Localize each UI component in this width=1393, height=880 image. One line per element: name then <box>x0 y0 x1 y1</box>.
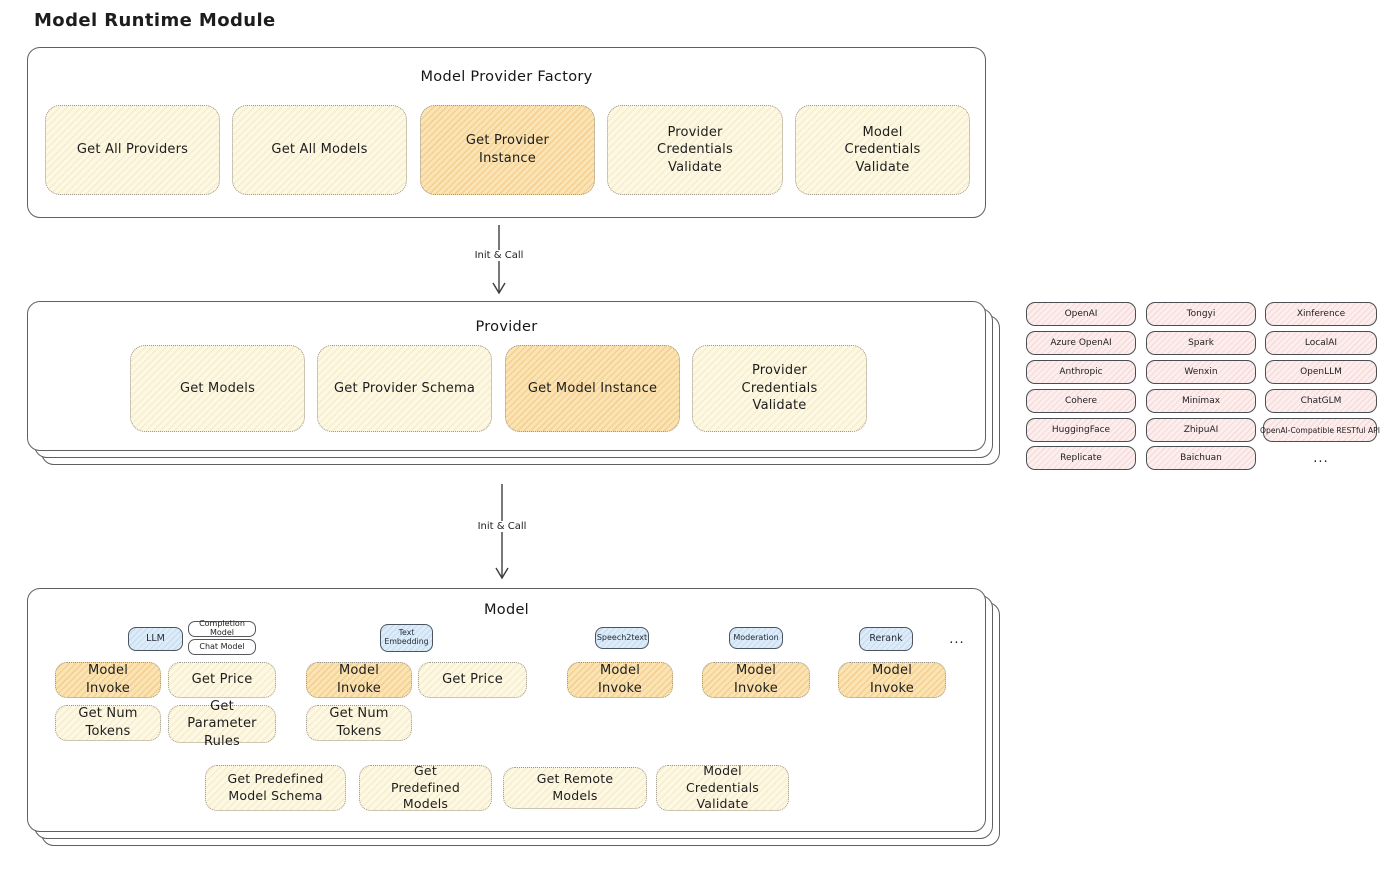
provider-chip-localai: LocalAI <box>1265 331 1377 355</box>
provider-chip-chatglm: ChatGLM <box>1265 389 1377 413</box>
provider-chip-openllm: OpenLLM <box>1265 360 1377 384</box>
provider-chip-openai: OpenAI <box>1026 302 1136 326</box>
arrow-down-icon <box>495 484 509 580</box>
model-invoke-box-speech2text: Model Invoke <box>567 662 673 698</box>
tags-ellipsis: ... <box>949 631 965 647</box>
get-parameter-rules-box: Get Parameter Rules <box>168 699 276 749</box>
provider-credentials-validate-box: Provider Credentials Validate <box>607 105 783 195</box>
model-credentials-validate-box: Model Credentials Validate <box>795 105 970 195</box>
provider-chip-baichuan: Baichuan <box>1146 446 1256 470</box>
tag-rerank: Rerank <box>859 627 913 651</box>
get-model-instance-box: Get Model Instance <box>505 345 680 432</box>
model-panel: Model LLM Completion Model Chat Model Te… <box>27 588 1000 846</box>
model-invoke-box-llm: Model Invoke <box>55 662 161 698</box>
factory-panel-title: Model Provider Factory <box>420 69 593 85</box>
get-price-box-llm: Get Price <box>168 662 276 698</box>
provider-chip-openai-compatible: OpenAI-Compatible RESTful API <box>1260 418 1380 442</box>
get-predefined-models-box: Get Predefined Models <box>359 763 492 811</box>
tag-text-embedding: Text Embedding <box>380 624 433 652</box>
providers-ellipsis: ... <box>1313 450 1329 466</box>
get-num-tokens-box-llm: Get Num Tokens <box>55 705 161 741</box>
provider-chip-spark: Spark <box>1146 331 1256 355</box>
tag-completion-model: Completion Model <box>188 619 256 637</box>
get-models-box: Get Models <box>130 345 305 432</box>
tag-moderation: Moderation <box>729 627 783 649</box>
provider-panel: Provider Get Models Get Provider Schema … <box>27 301 1000 465</box>
get-predefined-model-schema-box: Get Predefined Model Schema <box>205 765 346 811</box>
get-provider-schema-box: Get Provider Schema <box>317 345 492 432</box>
model-provider-factory-panel: Model Provider Factory Get All Providers… <box>27 47 986 218</box>
init-call-label-2: Init & Call <box>473 521 531 532</box>
model-panel-title: Model <box>483 602 530 618</box>
provider-chip-replicate: Replicate <box>1026 446 1136 470</box>
provider-chip-cohere: Cohere <box>1026 389 1136 413</box>
provider-chip-huggingface: HuggingFace <box>1026 418 1136 442</box>
get-num-tokens-box-embedding: Get Num Tokens <box>306 705 412 741</box>
model-invoke-box-embedding: Model Invoke <box>306 662 412 698</box>
model-invoke-box-rerank: Model Invoke <box>838 662 946 698</box>
tag-llm: LLM <box>128 627 183 651</box>
provider-chip-tongyi: Tongyi <box>1146 302 1256 326</box>
model-credentials-validate-box-bottom: Model Credentials Validate <box>656 763 789 811</box>
get-provider-instance-box: Get Provider Instance <box>420 105 595 195</box>
page-title: Model Runtime Module <box>34 10 276 31</box>
provider-chip-minimax: Minimax <box>1146 389 1256 413</box>
get-all-providers-box: Get All Providers <box>45 105 220 195</box>
init-call-label-1: Init & Call <box>470 250 528 261</box>
get-all-models-box: Get All Models <box>232 105 407 195</box>
tag-speech2text: Speech2text <box>595 627 649 649</box>
model-invoke-box-moderation: Model Invoke <box>702 662 810 698</box>
get-price-box-embedding: Get Price <box>418 662 527 698</box>
tag-chat-model: Chat Model <box>188 639 256 655</box>
provider-chip-wenxin: Wenxin <box>1146 360 1256 384</box>
init-call-arrow-2: Init & Call <box>473 484 531 580</box>
provider-credentials-validate-box-2: Provider Credentials Validate <box>692 345 867 432</box>
provider-panel-title: Provider <box>475 319 538 335</box>
provider-chip-anthropic: Anthropic <box>1026 360 1136 384</box>
provider-chip-xinference: Xinference <box>1265 302 1377 326</box>
init-call-arrow-1: Init & Call <box>470 225 528 295</box>
provider-chip-zhipuai: ZhipuAI <box>1146 418 1256 442</box>
get-remote-models-box: Get Remote Models <box>503 767 647 809</box>
provider-chip-azure-openai: Azure OpenAI <box>1026 331 1136 355</box>
